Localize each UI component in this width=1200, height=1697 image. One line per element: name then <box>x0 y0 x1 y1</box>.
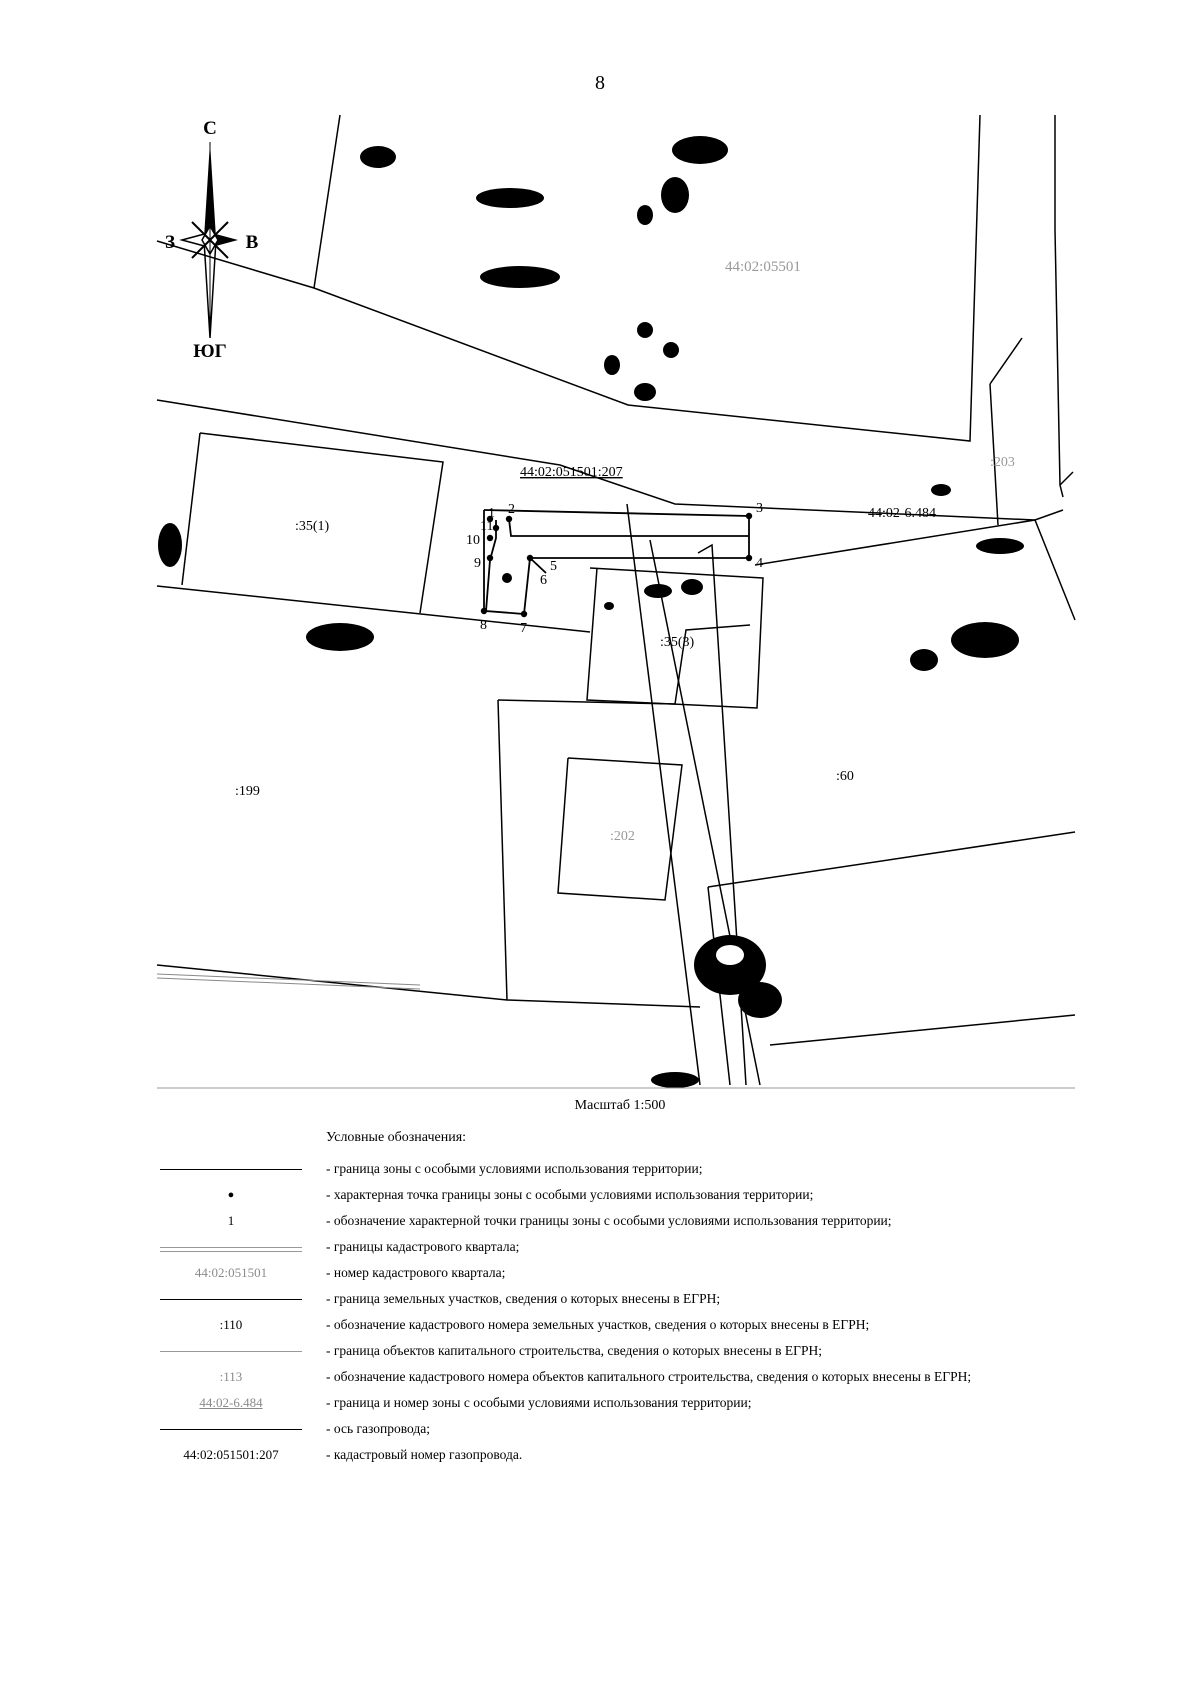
legend-symbol <box>160 1235 302 1259</box>
legend-text: - граница зоны с особыми условиями испол… <box>326 1161 703 1176</box>
legend-item: 44:02-6.484 - граница и номер зоны с особ… <box>150 1391 1200 1415</box>
legend-text: - номер кадастрового квартала; <box>326 1265 506 1280</box>
legend-text: - граница и номер зоны с особыми условия… <box>326 1395 752 1410</box>
zone-boundary <box>483 509 750 615</box>
compass-south: ЮГ <box>193 341 226 362</box>
legend-symbol <box>160 1339 302 1363</box>
compass-rose-icon <box>179 142 238 339</box>
page-number: 8 <box>595 72 605 94</box>
label-point-7: 7 <box>520 621 527 636</box>
label-point-2: 2 <box>508 502 515 517</box>
legend-item: :113 - обозначение кадастрового номера об… <box>150 1365 1200 1389</box>
legend-text: - границы кадастрового квартала; <box>326 1239 520 1254</box>
label-point-6: 6 <box>540 573 547 588</box>
map-scale: Масштаб 1:500 <box>574 1098 666 1113</box>
label-point-3: 3 <box>756 501 763 516</box>
legend-item: - ось газопровода; <box>150 1417 1200 1441</box>
legend-item: - граница земельных участков, сведения о… <box>150 1287 1200 1311</box>
legend-symbol <box>160 1287 302 1311</box>
legend-text: - обозначение кадастрового номера объект… <box>326 1369 972 1384</box>
compass-east: В <box>246 232 259 253</box>
legend-item: - границы кадастрового квартала; <box>150 1235 1200 1259</box>
legend-symbol: 44:02:051501:207 <box>183 1447 279 1462</box>
legend-text: - ось газопровода; <box>326 1421 430 1436</box>
label-zone-number: 44:02-6.484 <box>868 506 936 521</box>
legend-symbol: 1 <box>227 1213 235 1228</box>
legend-text: - обозначение характерной точки границы … <box>326 1213 892 1228</box>
legend-text: - кадастровый номер газопровода. <box>326 1447 523 1462</box>
label-point-4: 4 <box>756 556 763 571</box>
compass-north: С <box>203 118 217 139</box>
label-plot-35-1: :35(1) <box>295 519 330 534</box>
legend-symbol: 44:02:051501 <box>194 1265 268 1280</box>
cadastral-map: С ЮГ З В <box>156 114 1076 1089</box>
legend-symbol: ● <box>227 1189 235 1201</box>
label-point-11: 11 <box>480 519 493 534</box>
compass-west: З <box>165 232 175 253</box>
label-plot-199: :199 <box>235 784 260 799</box>
label-quarter-number: 44:02:05501 <box>725 259 801 275</box>
legend-item: - граница объектов капитального строител… <box>150 1339 1200 1363</box>
legend-symbol <box>160 1157 302 1181</box>
legend-text: - характерная точка границы зоны с особы… <box>326 1187 814 1202</box>
legend-symbol: :113 <box>219 1369 243 1384</box>
label-plot-202: :202 <box>610 829 635 844</box>
label-point-10: 10 <box>466 533 480 548</box>
legend-item: - граница зоны с особыми условиями испол… <box>150 1157 1200 1181</box>
quarter-boundary <box>156 973 421 990</box>
label-point-9: 9 <box>474 556 481 571</box>
legend-symbol: :110 <box>219 1317 243 1332</box>
zone-points <box>480 512 753 618</box>
legend-text: - граница объектов капитального строител… <box>326 1343 822 1358</box>
legend-item: ● - характерная точка границы зоны с особ… <box>150 1183 1200 1207</box>
label-point-1: 1 <box>488 506 495 521</box>
legend-symbol <box>160 1417 302 1441</box>
legend-text: - граница земельных участков, сведения о… <box>326 1291 721 1306</box>
legend-item: 44:02:051501 - номер кадастрового квартал… <box>150 1261 1200 1285</box>
legend-text: - обозначение кадастрового номера земель… <box>326 1317 870 1332</box>
label-point-5: 5 <box>550 559 557 574</box>
legend-title: Условные обозначения: <box>326 1130 467 1145</box>
legend-item: 1 - обозначение характерной точки границы… <box>150 1209 1200 1233</box>
plot-boundaries <box>156 114 1076 1086</box>
legend-item: :110 - обозначение кадастрового номера зе… <box>150 1313 1200 1337</box>
label-gas-pipeline: 44:02:051501:207 <box>520 465 623 480</box>
label-plot-203: :203 <box>990 455 1015 470</box>
label-plot-35-3: :35(3) <box>660 635 695 650</box>
legend-item: 44:02:051501:207 - кадастровый номер газо… <box>150 1443 1200 1467</box>
label-plot-60: :60 <box>836 769 854 784</box>
legend-symbol: 44:02-6.484 <box>199 1395 263 1410</box>
building-shapes <box>158 136 1024 1088</box>
label-point-8: 8 <box>480 618 487 633</box>
